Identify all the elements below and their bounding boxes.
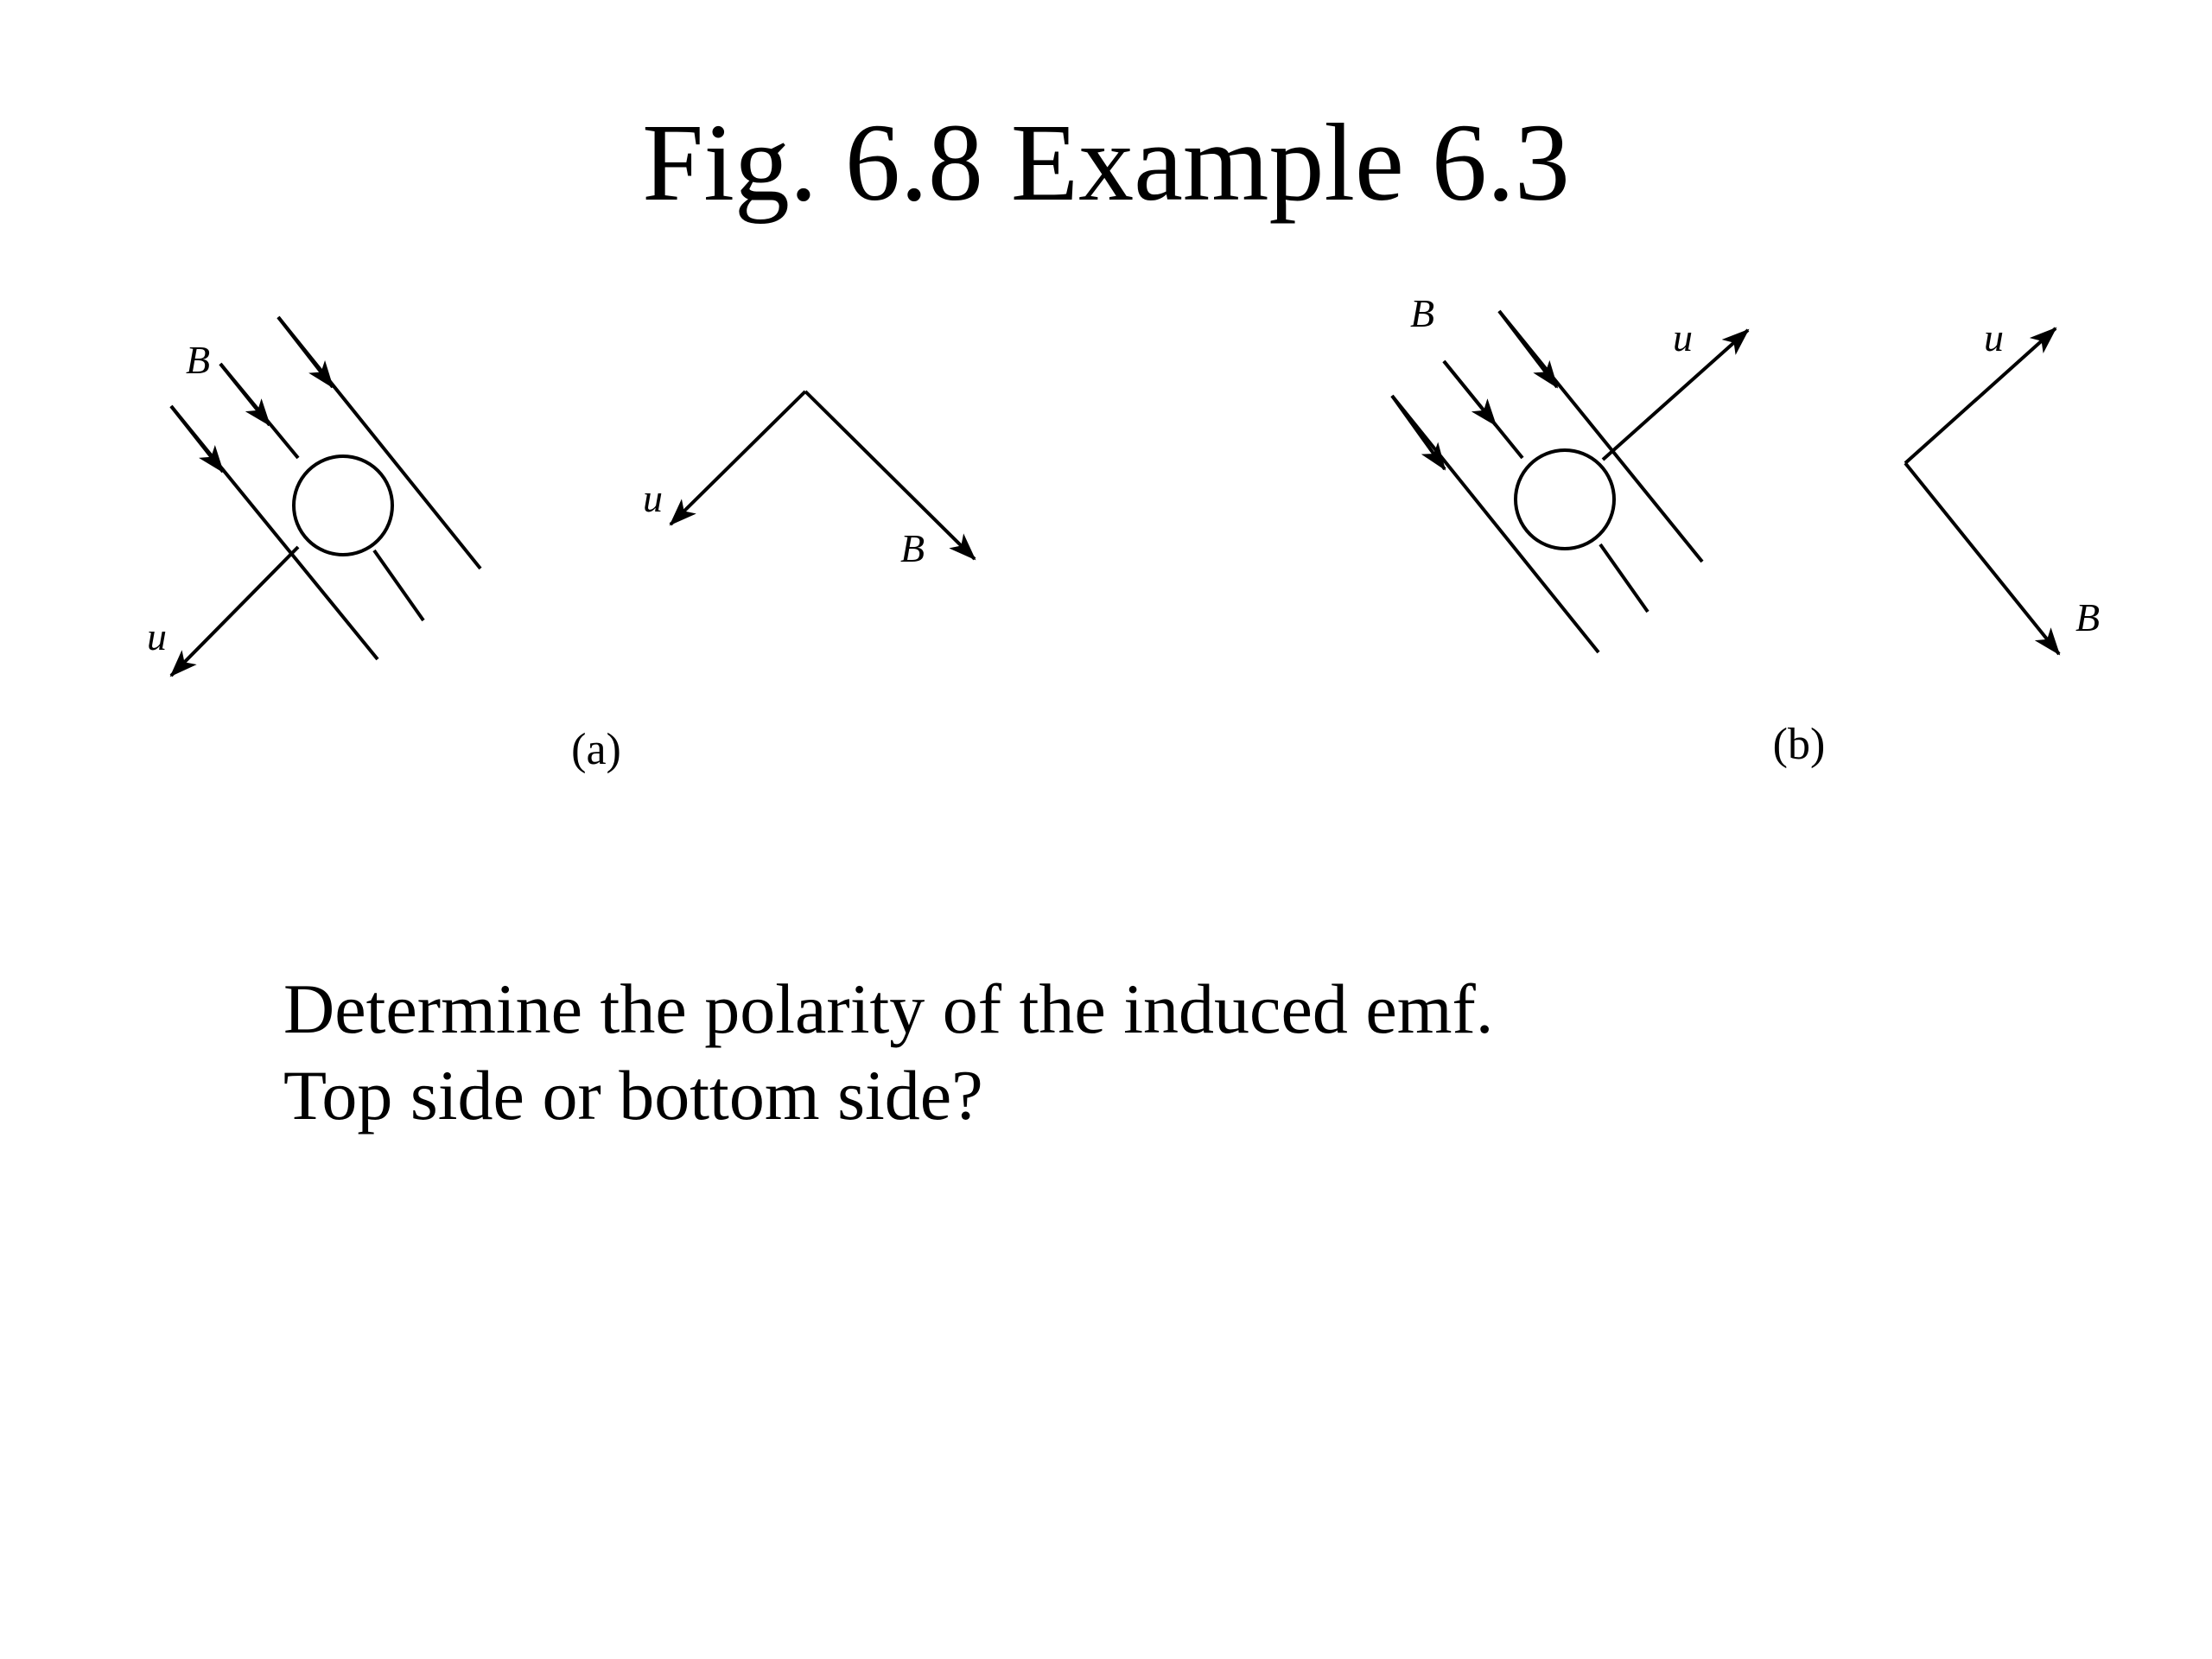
panel-b-vector-B-arrow	[1904, 461, 2061, 656]
panel-a-vector-diagram	[669, 390, 976, 561]
panel-b-vector-u-arrow	[1904, 327, 2057, 465]
panel-a-vector-B-label: B	[900, 526, 925, 570]
panel-b-vector-diagram	[1904, 327, 2061, 656]
panel-b-field-line-2-arrow	[1442, 359, 1497, 427]
panel-b-B-label: B	[1410, 291, 1434, 335]
panel-b-field-line-3-arrow	[1497, 309, 1559, 389]
panel-a-caption: (a)	[571, 725, 621, 774]
panel-b-velocity-arrow	[1601, 328, 1750, 461]
panel-b-conductor-circle	[1514, 448, 1616, 550]
panel-a-field-line-2-lower	[372, 549, 425, 622]
panel-a-vector-u-label: u	[643, 476, 663, 520]
panel-b-u-label: u	[1673, 315, 1693, 359]
panel-a-field-line-2-arrow	[219, 362, 271, 427]
question-line-2: Top side or bottom side?	[283, 1056, 983, 1135]
panel-a-vector-B-arrow	[804, 390, 976, 561]
panel-a-conductor-diagram	[169, 315, 482, 677]
panel-a-conductor-circle	[292, 454, 394, 556]
panel-a-velocity-arrow	[169, 545, 300, 677]
panel-a-u-label: u	[147, 614, 167, 658]
panel-b-vector-B-label: B	[2075, 595, 2100, 639]
panel-a-vector-u-arrow	[669, 390, 807, 526]
panel-a-field-line-1-arrow	[169, 404, 225, 474]
panel-a-B-label: B	[186, 338, 210, 382]
panel-a-field-line-3-arrow	[276, 315, 334, 389]
panel-b-field-line-2-lower	[1599, 543, 1649, 613]
question-line-1: Determine the polarity of the induced em…	[283, 969, 1494, 1048]
panel-b-conductor-diagram	[1390, 309, 1750, 654]
panel-b-caption: (b)	[1772, 720, 1826, 769]
panel-b-field-line-1	[1390, 394, 1600, 654]
slide-title: Fig. 6.8 Example 6.3	[642, 101, 1570, 224]
panel-b-field-line-1-arrow	[1390, 394, 1446, 471]
panel-b-vector-u-label: u	[1984, 315, 2004, 359]
